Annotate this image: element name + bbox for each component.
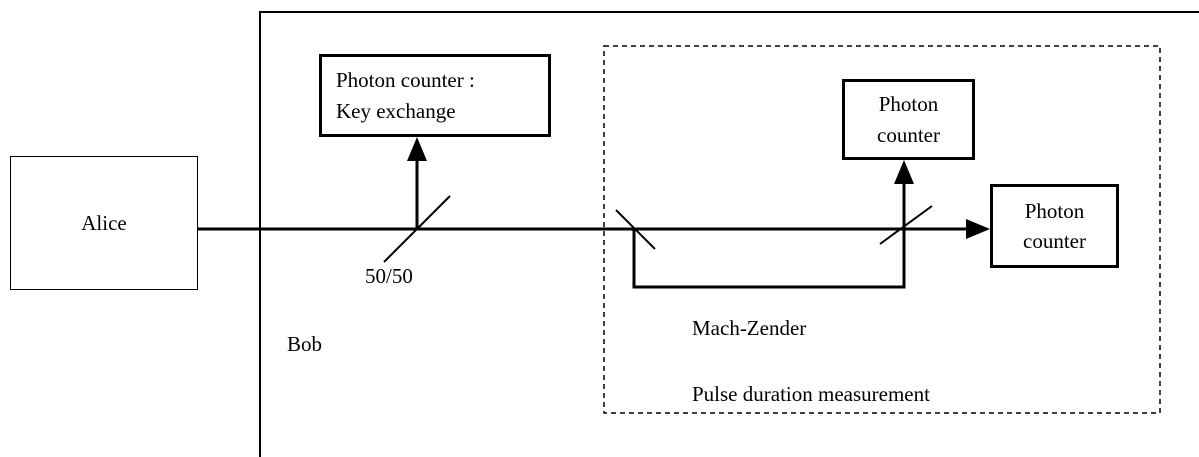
splitter-ratio-label: 50/50: [365, 264, 413, 288]
arrow-to-upper-counter: [894, 160, 914, 184]
right-counter-line1: Photon: [1024, 198, 1085, 223]
key-exchange-counter-box: Photon counter : Key exchange: [319, 54, 551, 137]
upper-counter-line2: counter: [877, 122, 940, 147]
bob-region-border: [259, 11, 1199, 457]
bob-label: Bob: [287, 332, 323, 356]
mach-zender-label: Mach-Zender: [692, 316, 807, 340]
mz-output-splitter: [879, 205, 933, 245]
key-counter-line2: Key exchange: [336, 98, 456, 123]
alice-box: Alice: [10, 156, 198, 290]
arrow-to-right-counter: [966, 219, 990, 239]
upper-counter-line1: Photon: [878, 92, 939, 117]
right-counter-line2: counter: [1023, 229, 1086, 253]
pulse-measurement-region: [603, 45, 1161, 414]
key-counter-line1: Photon counter :: [336, 68, 475, 93]
pulse-measurement-label: Pulse duration measurement: [692, 382, 930, 406]
arrow-to-key-counter: [407, 137, 427, 161]
mz-lower-arm: [632, 183, 906, 289]
mz-upper-photon-counter-box: Photon counter: [842, 79, 975, 160]
right-photon-counter-box: Photon counter: [990, 184, 1119, 268]
alice-label: Alice: [81, 210, 127, 235]
